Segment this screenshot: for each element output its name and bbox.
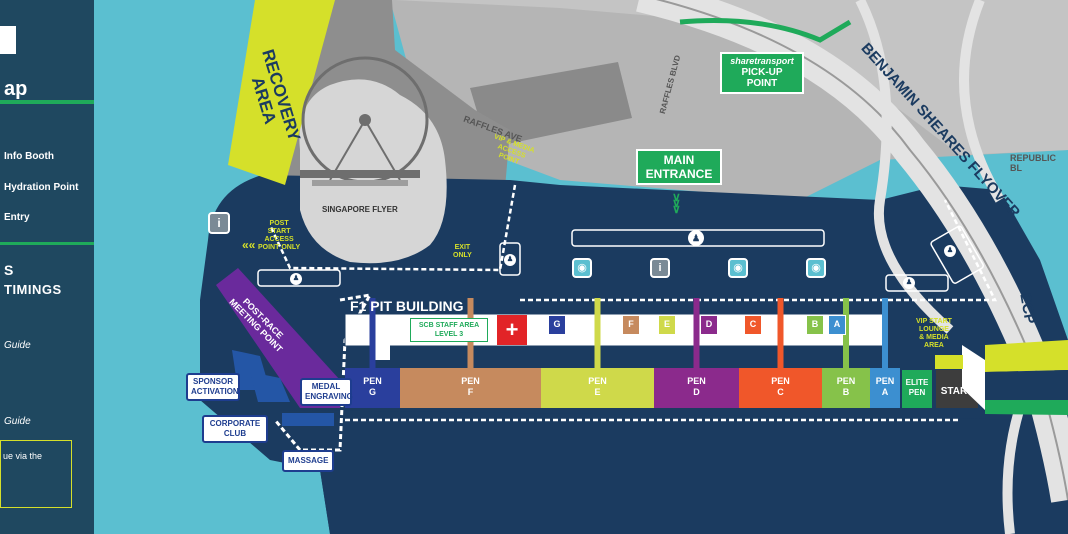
post-start-arrows-icon: «« <box>242 238 256 252</box>
restroom-icon[interactable]: ♟ <box>504 254 516 266</box>
pen-connector-e <box>594 298 601 368</box>
exit-only-label: EXIT ONLY <box>453 244 472 259</box>
hydration-point-icon[interactable]: ◉ <box>806 258 826 278</box>
legend-bottom-box: ue via the <box>0 440 72 508</box>
bag-drop-icon-g[interactable]: G <box>548 315 566 335</box>
pen-word: PEN <box>588 376 607 386</box>
pickup-line2: POINT <box>746 78 778 89</box>
bag-drop-icon-a[interactable]: A <box>828 315 846 335</box>
pen-zone-e[interactable] <box>541 368 654 408</box>
pen-word: PEN <box>363 376 382 386</box>
singapore-flyer-label: SINGAPORE FLYER <box>322 205 398 214</box>
pen-zone-d[interactable] <box>654 368 739 408</box>
medal-engraving-tag[interactable]: MEDAL ENGRAVING <box>300 378 353 406</box>
pen-word: PEN <box>875 376 895 386</box>
pen-letter: C <box>777 387 784 397</box>
pen-zone-c[interactable] <box>739 368 822 408</box>
pen-zone-b[interactable] <box>822 368 870 408</box>
legend-item-info-booth: Info Booth <box>4 151 54 162</box>
elite-pen-label: ELITE PEN <box>902 370 932 408</box>
bag-drop-icon-b[interactable]: B <box>806 315 824 335</box>
vip-start-lounge-block <box>935 355 963 369</box>
pen-connector-b <box>843 298 849 368</box>
pen-connector-a <box>882 298 888 368</box>
bag-drop-icon-d[interactable]: D <box>700 315 718 335</box>
singapore-flyer-icon <box>300 56 429 186</box>
pen-connector-g <box>369 298 376 368</box>
legend-section2-line2: TIMINGS <box>4 282 62 297</box>
restroom-icon[interactable]: ♟ <box>290 273 302 285</box>
start-label: START <box>940 386 974 397</box>
pen-letter: B <box>842 387 850 397</box>
pen-letter: E <box>594 387 601 397</box>
main-entrance-line1: MAIN <box>663 153 695 167</box>
legend-title: ap <box>4 78 28 100</box>
pen-word: PEN <box>836 376 856 386</box>
pen-zone-a[interactable] <box>870 368 900 408</box>
republic-blvd-label: REPUBLIC BL <box>1010 153 1057 173</box>
pen-zone-g[interactable] <box>345 368 400 408</box>
hydration-point-icon[interactable]: ◉ <box>728 258 748 278</box>
bag-drop-icon-f[interactable]: F <box>622 315 640 335</box>
restroom-icon[interactable]: ♟ <box>903 277 915 289</box>
pen-letter: A <box>881 387 889 397</box>
f1-pit-building-label: F1 PIT BUILDING <box>350 298 464 314</box>
bag-drop-icon-e[interactable]: E <box>658 315 676 335</box>
first-aid-icon[interactable]: + <box>497 315 527 345</box>
pen-connector-d <box>693 298 700 368</box>
legend-guide-link-2[interactable]: Guide <box>4 416 31 427</box>
vip-start-lounge-label: VIP START LOUNGE & MEDIA AREA <box>916 318 952 349</box>
restroom-icon[interactable]: ♟ <box>688 230 704 246</box>
bag-drop-icon-c[interactable]: C <box>744 315 762 335</box>
corporate-club-tag[interactable]: CORPORATE CLUB <box>202 415 268 443</box>
share-transport-brand: sharetransport <box>730 56 794 66</box>
pen-letter: D <box>693 387 700 397</box>
post-start-access-label: POST START ACCESS POINT ONLY <box>258 220 301 251</box>
legend-guide-link-1[interactable]: Guide <box>4 340 31 351</box>
pen-letter: G <box>368 387 376 397</box>
pen-word: PEN <box>687 376 706 386</box>
main-entrance-line2: ENTRANCE <box>645 167 713 181</box>
pen-letter: F <box>467 387 474 397</box>
legend-header: ap <box>0 8 94 104</box>
pickup-line1: PICK-UP <box>741 67 783 78</box>
hydration-point-icon[interactable]: ◉ <box>572 258 592 278</box>
sponsor-activation-tag[interactable]: SPONSOR ACTIVATION <box>186 373 240 401</box>
restroom-icon[interactable]: ♟ <box>944 245 956 257</box>
main-entrance-sign[interactable]: MAIN ENTRANCE <box>636 149 722 185</box>
legend-section2-line1: S <box>4 262 14 278</box>
pen-connector-c <box>777 298 784 368</box>
legend-logo-icon <box>0 26 16 54</box>
legend-item-entry: Entry <box>4 212 30 223</box>
massage-tag[interactable]: MASSAGE <box>282 450 334 472</box>
pickup-point-sign[interactable]: sharetransport PICK-UP POINT <box>720 52 804 94</box>
info-booth-icon[interactable]: i <box>650 258 670 278</box>
legend-bottom-text: ue via the <box>3 451 43 461</box>
info-booth-icon[interactable]: i <box>208 212 230 234</box>
pen-zone-f[interactable] <box>400 368 541 408</box>
scb-staff-area: SCB STAFF AREA LEVEL 3 <box>410 318 488 342</box>
pen-word: PEN <box>461 376 480 386</box>
legend-item-hydration: Hydration Point <box>4 182 79 193</box>
main-entrance-chevrons-icon: ∨∨∨ <box>672 190 681 216</box>
legend-divider <box>0 242 94 245</box>
pen-word: PEN <box>771 376 790 386</box>
legend-panel: ap Info Booth Hydration Point Entry S TI… <box>0 0 98 534</box>
